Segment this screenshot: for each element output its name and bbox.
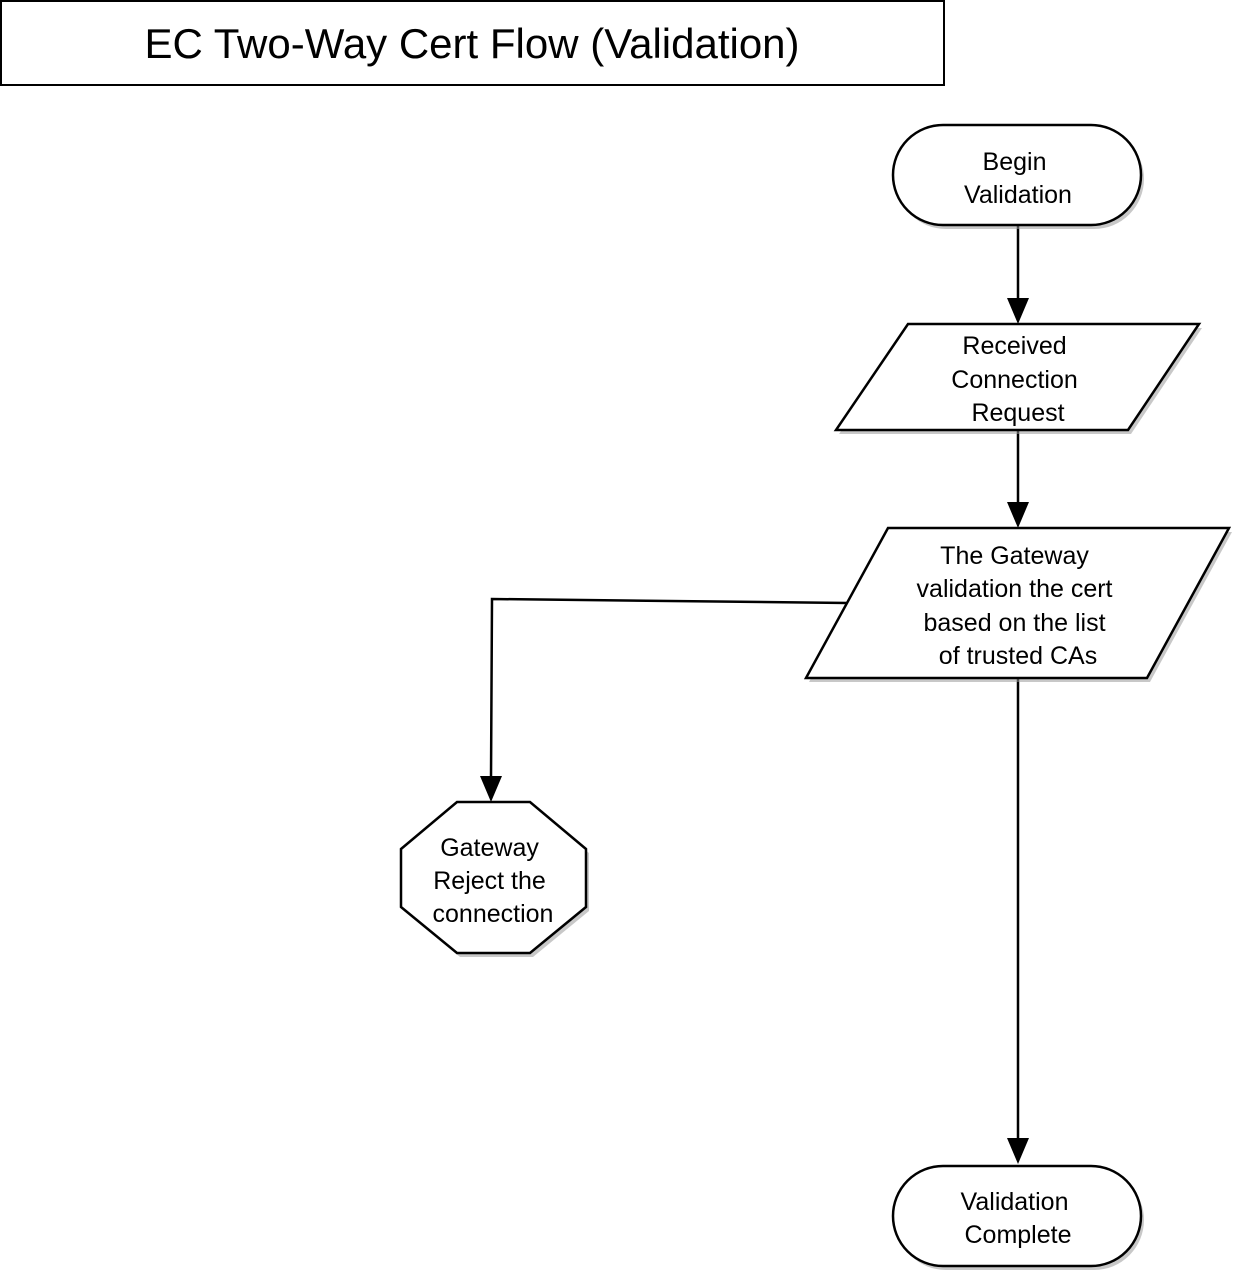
- edge-validate-to-reject: [480, 597, 849, 802]
- node-begin-validation: Begin Validation: [891, 123, 1144, 229]
- node-begin-label: Begin Validation: [964, 148, 1072, 209]
- diagram-title: EC Two-Way Cert Flow (Validation): [144, 20, 799, 67]
- node-gateway-validation: The Gateway validation the cert based on…: [803, 526, 1232, 682]
- title-box: EC Two-Way Cert Flow (Validation): [0, 0, 945, 86]
- edge-received-to-validate: [1007, 431, 1029, 528]
- edge-validate-to-complete: [1007, 679, 1029, 1164]
- node-validation-complete: Validation Complete: [891, 1164, 1144, 1270]
- node-received-request: Received Connection Request: [833, 322, 1202, 434]
- node-gateway-reject: Gateway Reject the connection: [399, 800, 589, 957]
- edge-begin-to-received: [1007, 226, 1029, 324]
- node-complete-label: Validation Complete: [961, 1188, 1076, 1249]
- node-validate-label: The Gateway validation the cert based on…: [917, 542, 1120, 670]
- node-received-label: Received Connection Request: [951, 332, 1084, 427]
- node-reject-label: Gateway Reject the connection: [433, 834, 554, 928]
